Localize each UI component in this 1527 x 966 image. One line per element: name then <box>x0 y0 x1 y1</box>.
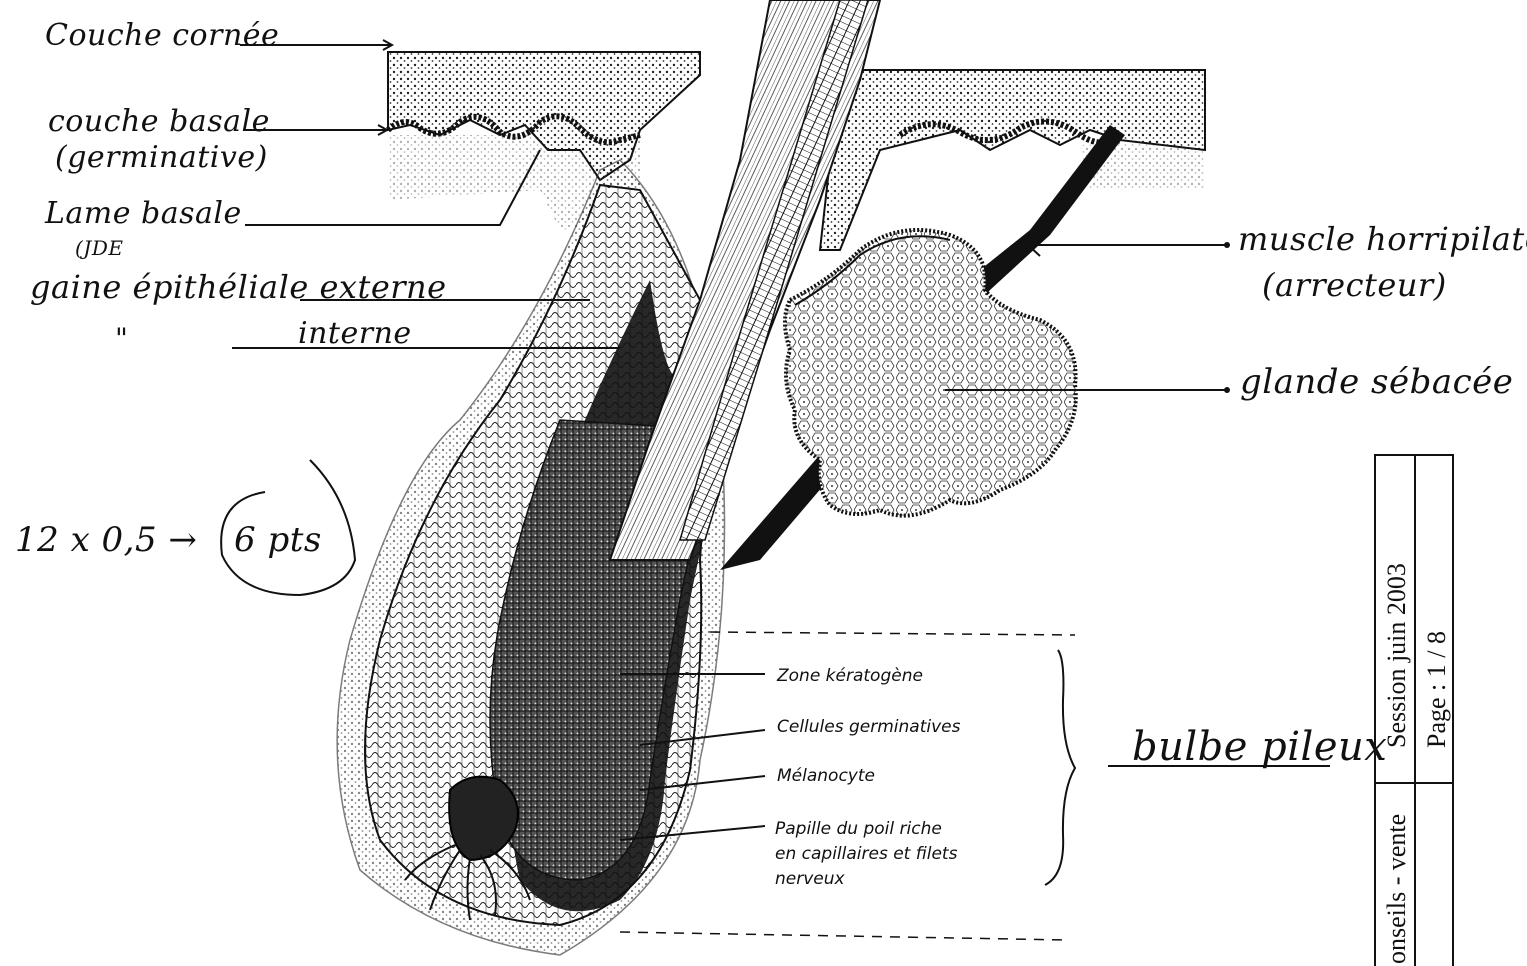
label-couche-cornee: Couche cornée <box>45 18 279 53</box>
label-cellules-germinatives: Cellules germinatives <box>777 714 960 740</box>
label-papille-line2: en capillaires et filets <box>775 841 957 867</box>
label-arrecteur: (arrecteur) <box>1262 266 1447 304</box>
label-germinative: (germinative) <box>55 140 268 175</box>
bulb-top-dashed-line <box>710 632 1075 635</box>
label-melanocyte: Mélanocyte <box>777 763 875 789</box>
label-gaine-externe: gaine épithéliale externe <box>30 268 447 306</box>
stamp-page-number: Page : 1 / 8 <box>1422 631 1452 748</box>
label-score: 12 x 0,5 → <box>15 520 197 560</box>
sebaceous-gland <box>785 230 1076 516</box>
label-lame-basale: Lame basale <box>45 196 242 231</box>
exam-footer-stamp: onseils - vente Session juin 2003 Page :… <box>1374 454 1454 966</box>
bulb-bottom-dashed-line <box>620 932 1068 940</box>
label-score-points: 6 pts <box>234 520 322 560</box>
label-muscle: muscle horripilateur <box>1238 220 1527 258</box>
label-couche-basale: couche basale <box>48 104 270 139</box>
stamp-divider <box>1376 782 1452 784</box>
label-glande: glande sébacée <box>1240 362 1513 402</box>
label-bulbe-pileux: bulbe pileux <box>1132 724 1387 770</box>
pointer-end-dots <box>1224 242 1230 393</box>
stamp-section-title: onseils - vente <box>1382 814 1412 964</box>
label-interne: interne <box>298 316 412 351</box>
label-ditto: " <box>115 322 128 355</box>
bulb-curly-brace <box>1045 650 1075 885</box>
label-zone-keratogene: Zone kératogène <box>777 663 923 689</box>
stamp-session: Session juin 2003 <box>1382 563 1412 748</box>
label-papille-line1: Papille du poil riche <box>775 816 942 842</box>
label-jde: (JDE <box>75 236 123 260</box>
label-papille-line3: nerveux <box>775 866 845 892</box>
